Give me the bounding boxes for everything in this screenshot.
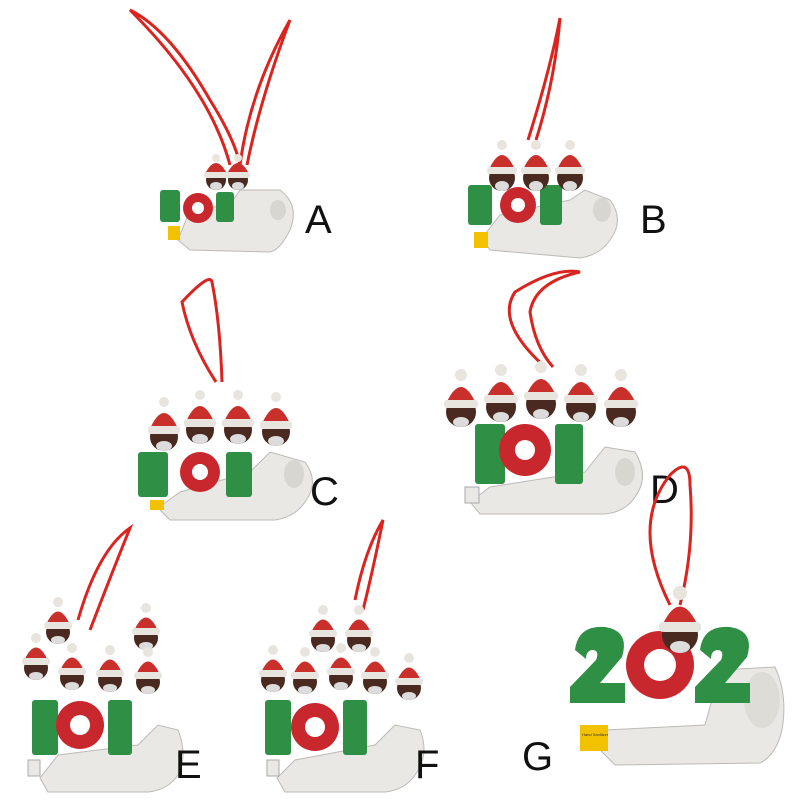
figure <box>222 390 254 444</box>
digit-two-green <box>343 700 367 755</box>
sanitizer-bottle <box>27 759 41 777</box>
virus-zero-hole <box>511 198 525 212</box>
toilet-roll <box>177 189 294 253</box>
figure <box>659 586 701 653</box>
figure <box>44 597 72 644</box>
figure <box>184 390 216 444</box>
ribbon <box>128 8 242 166</box>
digit-two-green <box>475 424 505 484</box>
figure <box>226 154 250 190</box>
virus-zero-hole <box>644 649 676 681</box>
sanitizer-bottle <box>150 500 164 510</box>
ornament-b <box>468 17 618 259</box>
digit-two-green <box>32 700 58 755</box>
figure <box>327 643 355 690</box>
figure <box>134 647 162 694</box>
label-c: C <box>310 470 339 514</box>
virus-zero-hole <box>515 440 535 460</box>
figure <box>260 392 292 446</box>
figure <box>564 364 598 422</box>
digit-two-green <box>468 185 492 225</box>
figure <box>555 140 585 191</box>
digit-two-green <box>570 626 625 703</box>
digit-two-green <box>695 626 750 703</box>
digit-two-green <box>108 700 132 755</box>
ribbon <box>507 269 581 369</box>
sanitizer-bottle <box>168 226 180 240</box>
figure <box>22 633 50 680</box>
ribbon <box>353 519 385 611</box>
sanitizer-bottle <box>464 486 480 504</box>
figure <box>96 645 124 692</box>
digit-two-green <box>226 452 252 497</box>
figure <box>361 647 389 694</box>
ornament-f-panel: F <box>255 519 475 800</box>
figure <box>521 140 551 191</box>
roll-hole <box>615 458 635 486</box>
figure <box>484 364 518 422</box>
figure <box>291 647 319 694</box>
ornament-a-panel: A <box>128 0 370 270</box>
label-f: F <box>415 743 440 787</box>
ornament-c <box>138 278 313 521</box>
ornament-a <box>128 8 294 253</box>
virus-zero-hole <box>192 464 208 480</box>
roll-end <box>744 672 780 728</box>
ribbon <box>180 278 224 383</box>
figure <box>58 643 86 690</box>
toilet-roll <box>39 724 184 793</box>
ornament-g-panel: Hand Sanitizer G <box>520 445 800 785</box>
digit-two-green <box>265 700 291 755</box>
ornament-c-panel: C <box>130 262 370 532</box>
roll-hole <box>270 200 286 220</box>
ornament-d <box>444 269 643 515</box>
figure <box>259 645 287 692</box>
figure <box>345 605 373 652</box>
ribbon <box>526 17 562 141</box>
virus-zero-hole <box>70 715 90 735</box>
ornament-d-panel: D <box>435 262 695 532</box>
roll-hole <box>284 460 304 488</box>
figure <box>524 361 558 419</box>
figure <box>309 605 337 652</box>
ornament-g: Hand Sanitizer <box>570 465 785 766</box>
ribbon <box>238 19 292 166</box>
ornament-f <box>259 519 425 793</box>
sanitizer-bottle <box>474 232 488 248</box>
digit-two-green <box>216 192 234 222</box>
label-e: E <box>175 743 202 787</box>
sanitizer-label: Hand Sanitizer <box>582 732 609 737</box>
digit-two-green <box>160 190 180 222</box>
ornament-b-panel: B <box>460 0 700 270</box>
figure <box>204 154 228 190</box>
sanitizer-bottle <box>266 759 280 777</box>
digit-two-green <box>555 424 583 484</box>
label-g: G <box>522 735 554 779</box>
toilet-roll <box>276 724 425 793</box>
label-b: B <box>640 198 667 242</box>
ribbon <box>648 465 693 606</box>
roll-hole <box>593 198 611 222</box>
virus-zero-hole <box>192 202 204 214</box>
digit-two-green <box>540 185 562 225</box>
sanitizer-bottle <box>580 725 608 751</box>
figure <box>487 140 517 191</box>
digit-two-green <box>138 452 168 497</box>
virus-zero-hole <box>305 717 325 737</box>
figure <box>148 397 180 451</box>
ribbon <box>76 523 134 631</box>
figure <box>395 653 423 700</box>
figure <box>132 603 160 650</box>
figure <box>604 369 638 427</box>
ornament-e-panel: E <box>18 520 238 800</box>
figure <box>444 369 478 427</box>
label-a: A <box>305 198 332 242</box>
ornament-e <box>22 523 184 793</box>
